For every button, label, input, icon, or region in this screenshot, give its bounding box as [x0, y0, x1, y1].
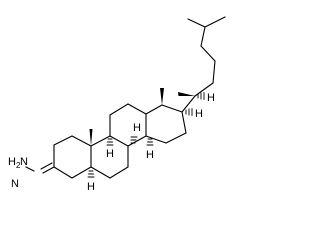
imine-nitrogen-label: N — [11, 178, 19, 190]
ring-c — [109, 103, 147, 147]
ring-d — [145, 104, 187, 144]
ring-b — [90, 135, 129, 179]
hydrogen-label-c14: H — [146, 149, 154, 161]
bond-ring-c-3 — [127, 103, 147, 115]
amine-n-label: N — [20, 156, 28, 168]
hash-bond-c9 — [106, 138, 114, 146]
bond-ring-d-2 — [161, 104, 183, 113]
bond-c22-c23 — [212, 60, 216, 84]
bond-c-n-double-1 — [42, 166, 55, 174]
bond-c17-c20 — [181, 95, 196, 113]
bond-ring-d-1 — [145, 104, 163, 115]
stereo-hydrogens: H H H H H — [87, 92, 215, 193]
angular-methyls — [89, 88, 164, 146]
bond-c24-c25 — [200, 26, 206, 47]
methyl-c10-wedge — [89, 129, 93, 146]
hydrazone-group: N H 2 N — [8, 156, 55, 190]
bond-c-n-double-2 — [40, 162, 53, 170]
bond-c25-c26 — [204, 16, 226, 28]
amine-label: H 2 N — [8, 156, 28, 170]
hash-bond-c8 — [130, 136, 138, 144]
side-chain — [178, 16, 226, 113]
bond-ring-c-5 — [127, 135, 147, 147]
bond-ring-d-3 — [181, 111, 187, 134]
bond-ring-c-2 — [109, 103, 129, 116]
bond-ring-d-5 — [145, 135, 167, 144]
amine-h-label: H — [8, 156, 16, 168]
methyl-c21-wedge — [178, 92, 195, 96]
bond-c23-c24 — [200, 45, 216, 62]
bond-ring-a-2 — [71, 135, 92, 147]
hydrogen-label-c9: H — [106, 148, 114, 160]
ring-a — [53, 135, 92, 179]
amine-subscript-label: 2 — [16, 161, 21, 170]
bond-ring-a-5 — [53, 166, 73, 179]
bond-ring-b-1 — [90, 135, 111, 147]
bond-n-n — [25, 166, 35, 172]
hydrogen-label-c8: H — [133, 122, 141, 134]
bond-ring-d-4 — [165, 132, 187, 144]
hash-bond-c20 — [197, 92, 205, 100]
structure-canvas: N H 2 N — [8, 16, 226, 193]
hash-bond-c5 — [87, 170, 95, 178]
bond-ring-b-5 — [90, 166, 111, 179]
hydrogen-label-c17: H — [195, 108, 203, 120]
bond-ring-a-1 — [53, 135, 73, 146]
chemical-structure: N H 2 N — [8, 16, 226, 193]
bond-ring-b-4 — [109, 166, 129, 179]
bond-c25-c27 — [187, 18, 206, 28]
methyl-c13-wedge — [160, 88, 164, 105]
hydrogen-label-c5: H — [87, 181, 95, 193]
hash-bond-c17 — [185, 108, 193, 116]
hydrogen-label-c20: H — [207, 92, 215, 104]
hash-bond-c14 — [146, 138, 154, 146]
bond-ring-b-2 — [109, 135, 129, 147]
bond-ring-a-4 — [71, 166, 92, 179]
